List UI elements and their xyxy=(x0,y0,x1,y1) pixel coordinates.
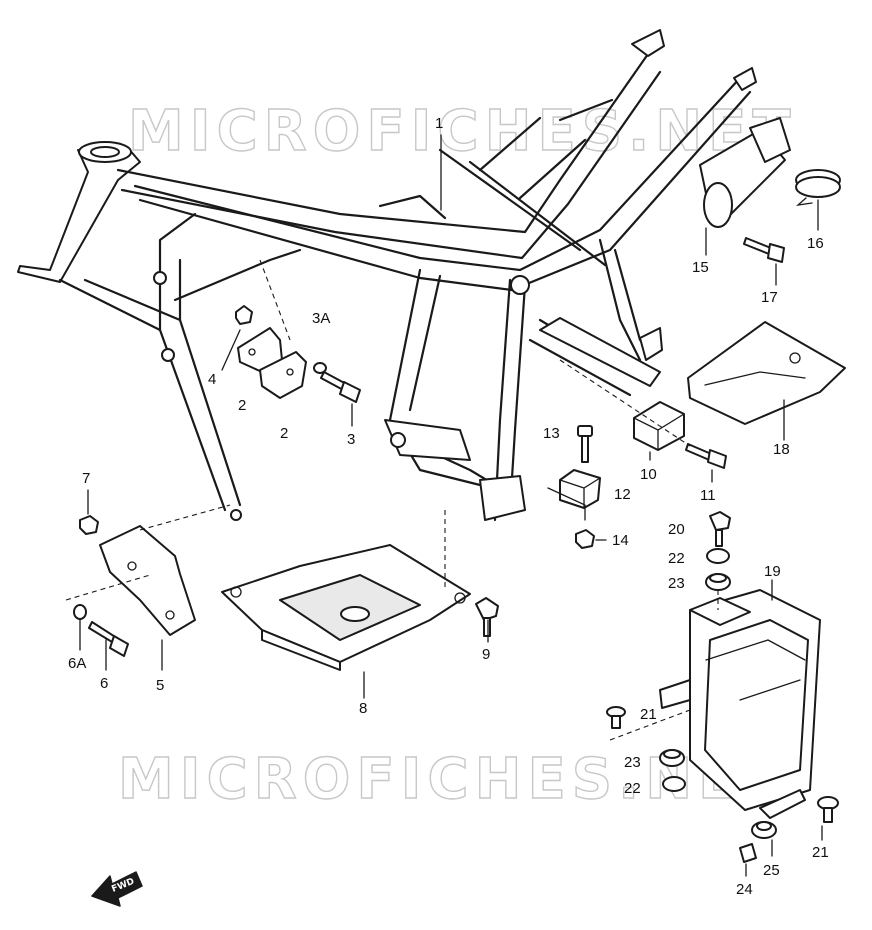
part-7-nut xyxy=(79,515,99,535)
label-part-24: 24 xyxy=(736,881,753,898)
part-24-collar xyxy=(739,843,757,863)
label-part-5: 5 xyxy=(156,677,164,694)
part-21-screw-right xyxy=(817,796,839,823)
label-part-21b: 21 xyxy=(812,844,829,861)
part-18-cover xyxy=(687,321,846,425)
label-part-3a: 3A xyxy=(312,310,330,327)
label-part-9: 9 xyxy=(482,646,490,663)
part-9-bolt xyxy=(475,597,499,637)
guide-line-2 xyxy=(259,259,291,341)
part-3-bolt xyxy=(320,371,361,403)
part-14-nut xyxy=(575,529,595,549)
label-part-23b: 23 xyxy=(624,754,641,771)
part-23-grommet-bottom xyxy=(659,749,685,767)
label-part-25: 25 xyxy=(763,862,780,879)
label-part-7: 7 xyxy=(82,470,90,487)
label-part-6a: 6A xyxy=(68,655,86,672)
label-part-13: 13 xyxy=(543,425,560,442)
part-13-bolt xyxy=(577,425,593,463)
label-part-22b: 22 xyxy=(624,780,641,797)
part-17-bolt xyxy=(743,237,785,263)
part-4-nut xyxy=(235,305,253,325)
part-2-brackets xyxy=(237,327,307,399)
label-part-11: 11 xyxy=(700,487,716,504)
part-19-battery-box xyxy=(659,589,821,819)
watermark-bottom: MICROFICHES.NET xyxy=(118,747,787,812)
leader-12 xyxy=(547,487,586,521)
forward-arrow-icon: FWD xyxy=(91,871,143,907)
label-part-17: 17 xyxy=(761,289,778,306)
part-11-bolt xyxy=(685,443,727,469)
watermark-top: MICROFICHES.NET xyxy=(128,99,797,164)
part-25-grommet xyxy=(751,821,777,839)
guide-line-5a xyxy=(139,504,231,531)
label-part-21a: 21 xyxy=(640,706,657,723)
label-part-2b: 2 xyxy=(280,425,288,442)
label-part-1: 1 xyxy=(435,115,443,132)
part-6a-washer xyxy=(73,604,87,620)
label-part-22a: 22 xyxy=(668,550,685,567)
label-part-3: 3 xyxy=(347,431,355,448)
label-part-12: 12 xyxy=(614,486,631,503)
part-23-grommet-top xyxy=(705,573,731,591)
part-22-grommet-bottom xyxy=(662,776,686,792)
part-6-bolt xyxy=(88,621,129,657)
part-15-canister xyxy=(699,117,791,228)
label-part-10: 10 xyxy=(640,466,657,483)
label-part-19: 19 xyxy=(764,563,781,580)
label-part-8: 8 xyxy=(359,700,367,717)
label-part-2a: 2 xyxy=(238,397,246,414)
part-8-skid-plate xyxy=(221,544,471,671)
part-16-clamp xyxy=(795,169,841,206)
label-part-15: 15 xyxy=(692,259,709,276)
part-22-grommet-top xyxy=(706,548,730,564)
leader-4 xyxy=(221,329,241,371)
label-part-18: 18 xyxy=(773,441,790,458)
label-part-23a: 23 xyxy=(668,575,685,592)
guide-line-5b xyxy=(65,574,151,601)
part-21-screw-left xyxy=(606,706,626,729)
label-part-6: 6 xyxy=(100,675,108,692)
part-5-bracket xyxy=(99,525,196,636)
label-part-16: 16 xyxy=(807,235,824,252)
label-part-4: 4 xyxy=(208,371,216,388)
label-part-14: 14 xyxy=(612,532,629,549)
main-frame xyxy=(17,29,757,522)
guide-line-11 xyxy=(559,359,691,447)
part-20-bolt xyxy=(709,511,731,547)
label-part-20: 20 xyxy=(668,521,685,538)
part-3a-washer xyxy=(313,362,327,374)
